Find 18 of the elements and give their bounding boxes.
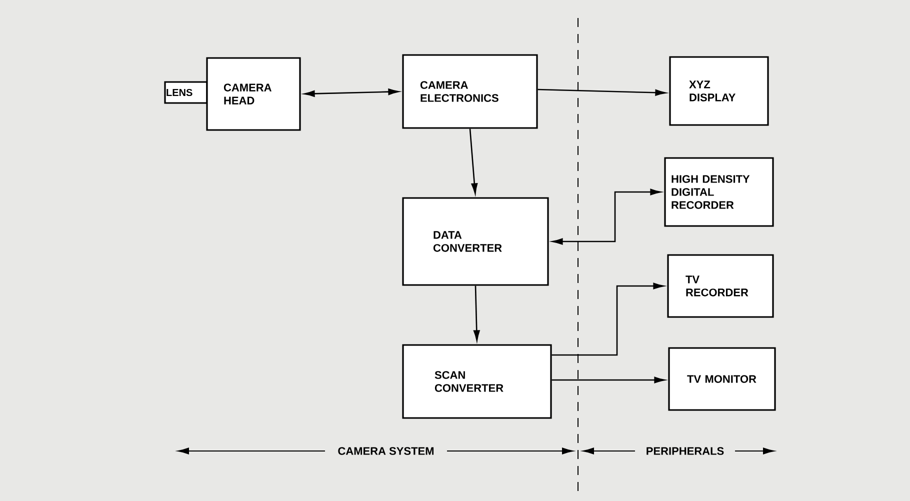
arrow <box>552 188 661 245</box>
dimension-label: CAMERA SYSTEM <box>338 447 434 455</box>
arrow <box>469 128 478 194</box>
block-box: TV MONITOR <box>668 347 776 411</box>
lens-box: LENS <box>164 81 208 104</box>
arrow <box>538 88 666 96</box>
block-box: TV RECORDER <box>667 254 774 318</box>
arrow <box>304 88 399 97</box>
arrow <box>473 286 480 341</box>
block-box: HIGH DENSITY DIGITAL RECORDER <box>664 157 774 227</box>
block-box: XYZ DISPLAY <box>669 56 769 126</box>
block-box: SCAN CONVERTER <box>402 344 552 419</box>
arrow <box>552 376 665 384</box>
block-box: CAMERA HEAD <box>206 57 301 131</box>
arrow <box>552 282 664 356</box>
block-box: CAMERA ELECTRONICS <box>402 54 538 129</box>
dimension-label: PERIPHERALS <box>646 447 724 455</box>
block-box: DATA CONVERTER <box>402 197 549 286</box>
